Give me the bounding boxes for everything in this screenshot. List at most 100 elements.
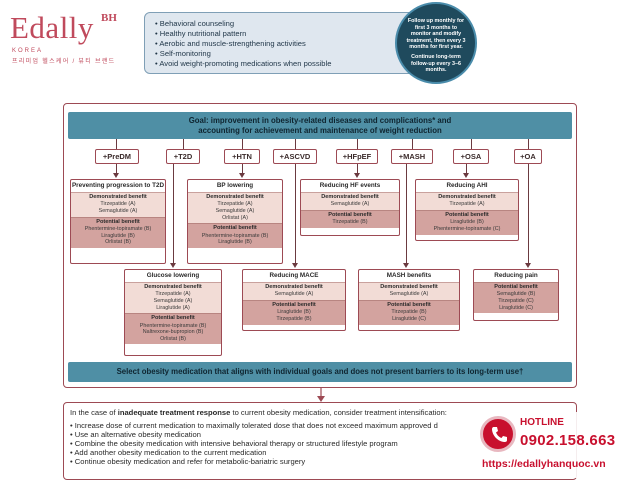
condition-t2d: +T2D <box>166 149 200 164</box>
lead-bold: inadequate treatment response <box>117 408 231 417</box>
follow-up-circle: Follow up monthly for first 3 months to … <box>395 2 477 84</box>
connector <box>466 164 467 174</box>
connector <box>528 164 529 264</box>
demonstrated-section: Demonstrated benefit Semaglutide (A) <box>301 192 399 210</box>
panel-reducing-mace: Reducing MACE Demonstrated benefit Semag… <box>242 269 346 331</box>
down-arrow <box>317 388 325 407</box>
panel-title: MASH benefits <box>386 272 432 279</box>
intensification-lead: In the case of inadequate treatment resp… <box>70 408 570 418</box>
condition-predm: +PreDM <box>95 149 139 164</box>
arrow-head <box>239 173 245 178</box>
website-link[interactable]: https://edallyhanquoc.vn <box>482 458 606 470</box>
potential-title: Potential benefit <box>213 225 257 232</box>
connector <box>183 139 184 149</box>
drug-item: Semaglutide (A) <box>389 291 429 298</box>
demonstrated-section: Demonstrated benefit Tirzepatide (A) Sem… <box>71 192 165 217</box>
potential-section: Potential benefit Semaglutide (B) Tirzep… <box>474 282 558 314</box>
panel-title: Reducing AHI <box>446 182 488 189</box>
follow-up-text-2: Continue long-term follow-up every 3–6 m… <box>410 53 462 74</box>
connector <box>116 164 117 174</box>
hotline-number[interactable]: 0902.158.663 <box>520 432 616 449</box>
list-item: Continue obesity medication and refer fo… <box>70 457 570 466</box>
condition-oa: +OA <box>514 149 542 164</box>
intensification-box: In the case of inadequate treatment resp… <box>63 402 577 480</box>
connector <box>528 139 529 149</box>
panel-mash-benefits: MASH benefits Demonstrated benefit Semag… <box>358 269 460 331</box>
algorithm-frame <box>63 103 577 388</box>
connector <box>295 164 296 264</box>
demonstrated-title: Demonstrated benefit <box>321 194 379 200</box>
potential-section: Potential benefit Phentermine-topiramate… <box>71 216 165 248</box>
select-medication-bar: Select obesity medication that aligns wi… <box>68 362 572 382</box>
panel-preventing-t2d: Preventing progression to T2D Demonstrat… <box>70 179 166 264</box>
panel-title: Reducing MACE <box>269 272 319 279</box>
potential-section: Potential benefit Tirzepatide (B) <box>301 210 399 228</box>
panel-glucose-lowering: Glucose lowering Demonstrated benefit Ti… <box>124 269 222 356</box>
panel-title: Preventing progression to T2D <box>71 182 165 189</box>
potential-section: Potential benefit Liraglutide (B) Phente… <box>416 210 518 235</box>
connector <box>412 139 413 149</box>
drug-item: Phentermine-topiramate (B) <box>139 322 207 329</box>
lead-prefix: In the case of <box>70 408 118 417</box>
drug-item: Tirzepatide (C) <box>498 298 534 304</box>
arrow-head <box>525 263 531 268</box>
connector <box>295 139 296 149</box>
connector <box>242 139 243 149</box>
goal-line-2: accounting for achievement and maintenan… <box>198 126 442 135</box>
drug-item: Orlistat (B) <box>105 239 131 246</box>
connector <box>471 139 472 149</box>
potential-title: Potential benefit <box>494 284 538 290</box>
phone-icon[interactable] <box>480 416 516 452</box>
follow-up-text: Follow up monthly for first 3 months to … <box>406 18 466 51</box>
arrow-head <box>463 173 469 178</box>
drug-item: Naltrexone-bupropion (B) <box>142 329 204 336</box>
hotline-label: HOTLINE <box>520 417 564 428</box>
panel-reducing-pain: Reducing pain Potential benefit Semaglut… <box>473 269 559 321</box>
drug-item: Liraglutide (B) <box>277 309 311 316</box>
panel-title: Reducing pain <box>494 272 538 279</box>
drug-item: Liraglutide (B) <box>218 239 252 246</box>
demonstrated-section: Demonstrated benefit Semaglutide (A) <box>359 282 459 300</box>
arrow-head <box>354 173 360 178</box>
drug-item: Liraglutide (A) <box>156 304 190 311</box>
drug-item: Tirzepatide (A) <box>155 291 191 298</box>
lifestyle-item: Aerobic and muscle-strengthening activit… <box>155 39 407 49</box>
drug-item: Semaglutide (A) <box>274 291 314 298</box>
list-item: Increase dose of current medication to m… <box>70 421 570 430</box>
demonstrated-section: Demonstrated benefit Semaglutide (A) <box>243 282 345 300</box>
drug-item: Orlistat (A) <box>222 214 248 221</box>
drug-item: Liraglutide (C) <box>392 316 426 322</box>
connector <box>242 164 243 174</box>
demonstrated-title: Demonstrated benefit <box>89 194 147 200</box>
list-item: Combine the obesity medication with inte… <box>70 439 570 448</box>
demonstrated-section: Demonstrated benefit Tirzepatide (A) Sem… <box>125 282 221 314</box>
hotline-badge[interactable]: HOTLINE 0902.158.663 https://edallyhanqu… <box>470 412 638 478</box>
panel-reducing-hf: Reducing HF events Demonstrated benefit … <box>300 179 400 236</box>
lifestyle-item: Behavioral counseling <box>155 19 407 29</box>
demonstrated-title: Demonstrated benefit <box>380 284 438 290</box>
lifestyle-item: Avoid weight-promoting medications when … <box>155 59 407 69</box>
panel-title: Reducing HF events <box>319 182 381 189</box>
lead-suffix: to current obesity medication, consider … <box>230 408 447 417</box>
potential-title: Potential benefit <box>445 212 489 218</box>
arrow-head <box>170 263 176 268</box>
panel-bp-lowering: BP lowering Demonstrated benefit Tirzepa… <box>187 179 283 264</box>
connector <box>357 164 358 174</box>
condition-osa: +OSA <box>453 149 489 164</box>
drug-item: Phentermine-topiramate (C) <box>433 226 501 232</box>
condition-hfpef: +HFpEF <box>336 149 378 164</box>
connector <box>406 164 407 264</box>
drug-item: Phentermine-topiramate (B) <box>84 226 152 232</box>
demonstrated-title: Demonstrated benefit <box>206 194 264 200</box>
drug-item: Tirzepatide (B) <box>276 316 312 322</box>
drug-item: Liraglutide (C) <box>499 304 533 311</box>
potential-section: Potential benefit Tirzepatide (B) Liragl… <box>359 300 459 325</box>
list-item: Add another obesity medication to the cu… <box>70 448 570 457</box>
connector <box>116 139 117 149</box>
drug-item: Semaglutide (B) <box>496 291 536 298</box>
panel-title: Glucose lowering <box>146 272 200 279</box>
connector <box>173 164 174 264</box>
potential-section: Potential benefit Phentermine-topiramate… <box>125 313 221 345</box>
logo-sub: KOREA <box>12 48 44 54</box>
drug-item: Semaglutide (A) <box>98 208 138 214</box>
